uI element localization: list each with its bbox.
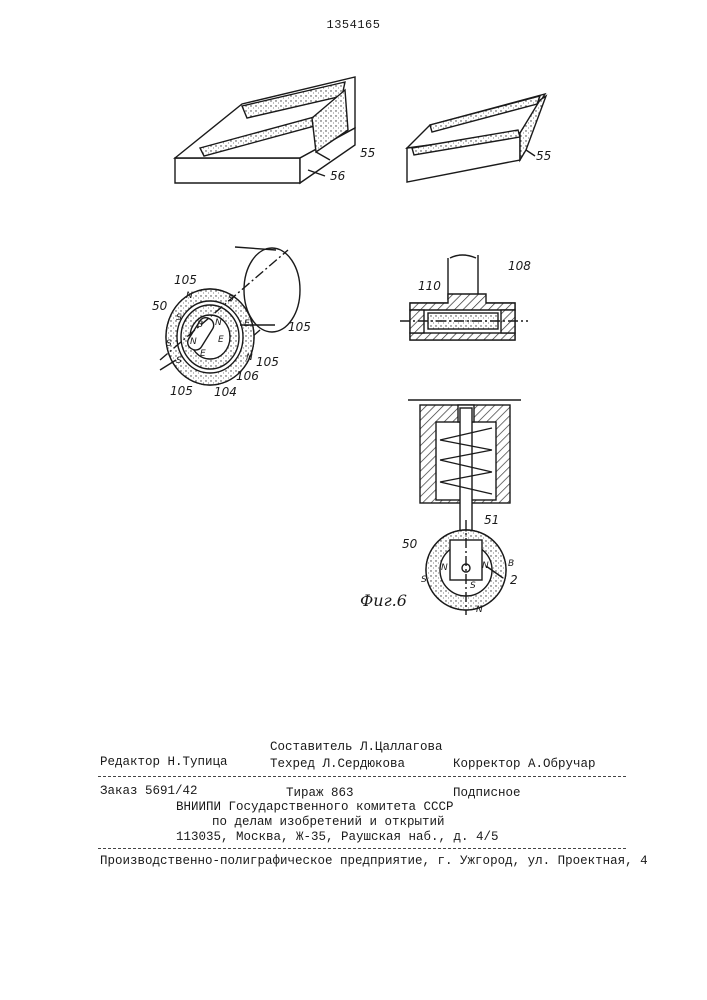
pole-n1: N <box>186 291 193 301</box>
divider-top <box>98 776 626 777</box>
pole-s3: S <box>176 356 182 366</box>
label-55-upper-left: 55 <box>360 146 375 160</box>
subscription: Подписное <box>453 786 521 800</box>
figure-caption: Фиг.6 <box>360 591 407 610</box>
pole-n3: N <box>190 337 197 347</box>
wheel-pole-n1: N <box>441 563 448 573</box>
pole-n2: N <box>215 318 222 328</box>
compiler: Составитель Л.Цаллагова <box>270 740 443 754</box>
label-105-right-low: 105 <box>256 355 279 369</box>
label-108: 108 <box>508 259 531 273</box>
pole-e1: E <box>218 335 224 345</box>
org-line-1: ВНИИПИ Государственного комитета СССР <box>176 800 454 814</box>
label-105-bottom: 105 <box>170 384 193 398</box>
magnet-insert-figure <box>407 94 546 182</box>
wheel-pole-n2: N <box>482 561 489 571</box>
pole-n4: N <box>246 353 253 363</box>
wheel-pole-n3: N <box>476 605 483 615</box>
wheel-pole-s1: S <box>421 575 427 585</box>
wheel-pole-b: B <box>508 559 514 569</box>
pole-e3: E <box>200 349 206 359</box>
pole-e2: E <box>244 319 250 329</box>
pole-s4: S <box>166 339 172 349</box>
pole-s1: S <box>228 294 234 304</box>
label-50-wheel: 50 <box>402 537 418 551</box>
editor: Редактор Н.Тупица <box>100 755 228 769</box>
channel-magnet-figure <box>175 77 355 183</box>
techred: Техред Л.Сердюкова <box>270 757 405 771</box>
print-run: Тираж 863 <box>286 786 354 800</box>
label-55-upper-right: 55 <box>536 149 551 163</box>
order: Заказ 5691/42 <box>100 784 198 798</box>
org-line-2: по делам изобретений и открытий <box>212 815 445 829</box>
printer: Производственно-полиграфическое предприя… <box>100 854 648 868</box>
wheel-pole-s2: S <box>470 581 476 591</box>
label-50-cylinder: 50 <box>152 299 168 313</box>
label-110: 110 <box>418 279 441 293</box>
divider-bottom <box>98 848 626 849</box>
pole-s2: S <box>176 313 182 323</box>
label-105-right: 105 <box>288 320 311 334</box>
label-106: 106 <box>236 369 259 383</box>
label-105-top: 105 <box>174 273 197 287</box>
corrector: Корректор А.Обручар <box>453 757 596 771</box>
label-56: 56 <box>330 169 346 183</box>
label-2: 2 <box>510 573 518 587</box>
address: 113035, Москва, Ж-35, Раушская наб., д. … <box>176 830 499 844</box>
pole-b1: B <box>197 320 203 330</box>
label-104: 104 <box>214 385 237 399</box>
label-51: 51 <box>484 513 499 527</box>
